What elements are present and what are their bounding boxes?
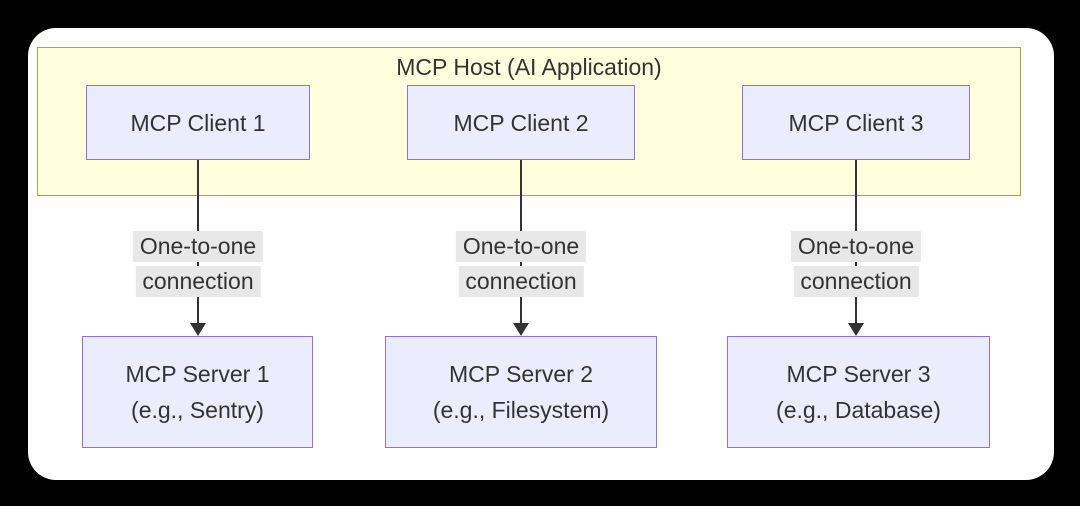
server-example: (e.g., Filesystem) — [432, 397, 610, 423]
edge-label-line: One-to-one — [790, 231, 922, 262]
edge-label-line: connection — [793, 266, 919, 297]
mcp-client-1-node: MCP Client 1 — [86, 85, 310, 160]
arrowhead-down-icon — [190, 323, 206, 336]
edge-label-connection-2: One-to-one connection — [455, 231, 587, 297]
mcp-server-1-node: MCP Server 1 (e.g., Sentry) — [82, 336, 313, 448]
server-name: MCP Server 1 — [125, 361, 270, 387]
server-name: MCP Server 3 — [786, 361, 931, 387]
edge-label-line: One-to-one — [455, 231, 587, 262]
arrowhead-down-icon — [848, 323, 864, 336]
server-name: MCP Server 2 — [448, 361, 593, 387]
mcp-server-3-node: MCP Server 3 (e.g., Database) — [727, 336, 990, 448]
mcp-host-title: MCP Host (AI Application) — [396, 54, 662, 80]
server-example: (e.g., Sentry) — [131, 397, 264, 423]
edge-label-line: One-to-one — [132, 231, 264, 262]
edge-label-connection-3: One-to-one connection — [790, 231, 922, 297]
edge-label-line: connection — [135, 266, 261, 297]
edge-label-line: connection — [458, 266, 584, 297]
diagram-card: MCP Host (AI Application) MCP Client 1 M… — [28, 28, 1054, 480]
mcp-client-3-node: MCP Client 3 — [742, 85, 970, 160]
arrowhead-down-icon — [513, 323, 529, 336]
server-example: (e.g., Database) — [776, 397, 941, 423]
edge-label-connection-1: One-to-one connection — [132, 231, 264, 297]
mcp-server-2-node: MCP Server 2 (e.g., Filesystem) — [385, 336, 657, 448]
mcp-client-2-node: MCP Client 2 — [407, 85, 635, 160]
